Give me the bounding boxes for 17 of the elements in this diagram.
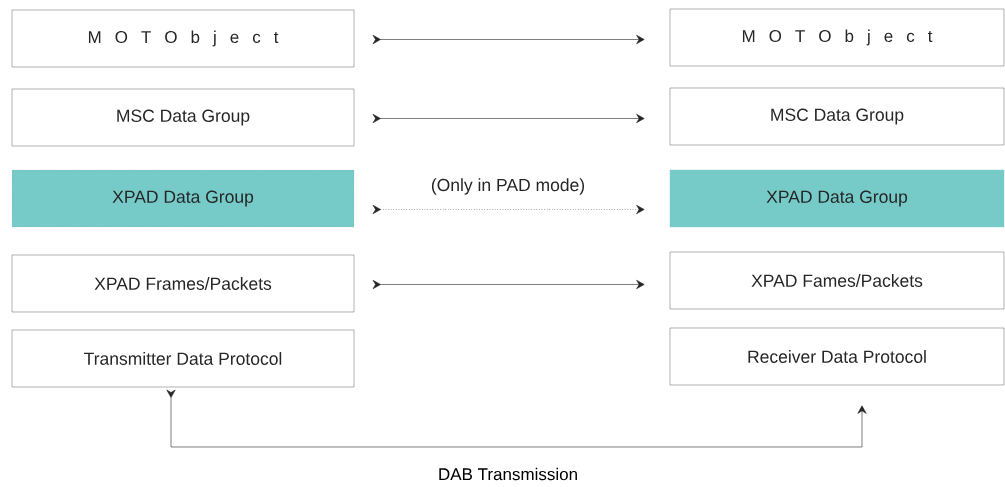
arrow [372, 35, 645, 44]
edge-label: (Only in PAD mode) [431, 178, 585, 195]
process-box: Transmitter Data Protocol [11, 329, 355, 388]
arrow [166, 389, 867, 448]
process-box: Receiver Data Protocol [669, 327, 1005, 386]
process-box: M O T O b j e c t [11, 9, 355, 68]
edge-label: DAB Transmission [439, 467, 577, 481]
process-box: MSC Data Group [11, 88, 355, 147]
arrow [372, 279, 645, 289]
process-box: XPAD Data Group [11, 169, 355, 228]
process-box: M O T O b j e c t [669, 8, 1005, 67]
process-box: XPAD Frames/Packets [11, 254, 355, 313]
arrow [372, 113, 645, 123]
process-box: MSC Data Group [669, 87, 1005, 146]
process-box: XPAD Data Group [669, 169, 1005, 228]
process-box: XPAD Fames/Packets [669, 251, 1005, 310]
arrow [372, 205, 645, 214]
